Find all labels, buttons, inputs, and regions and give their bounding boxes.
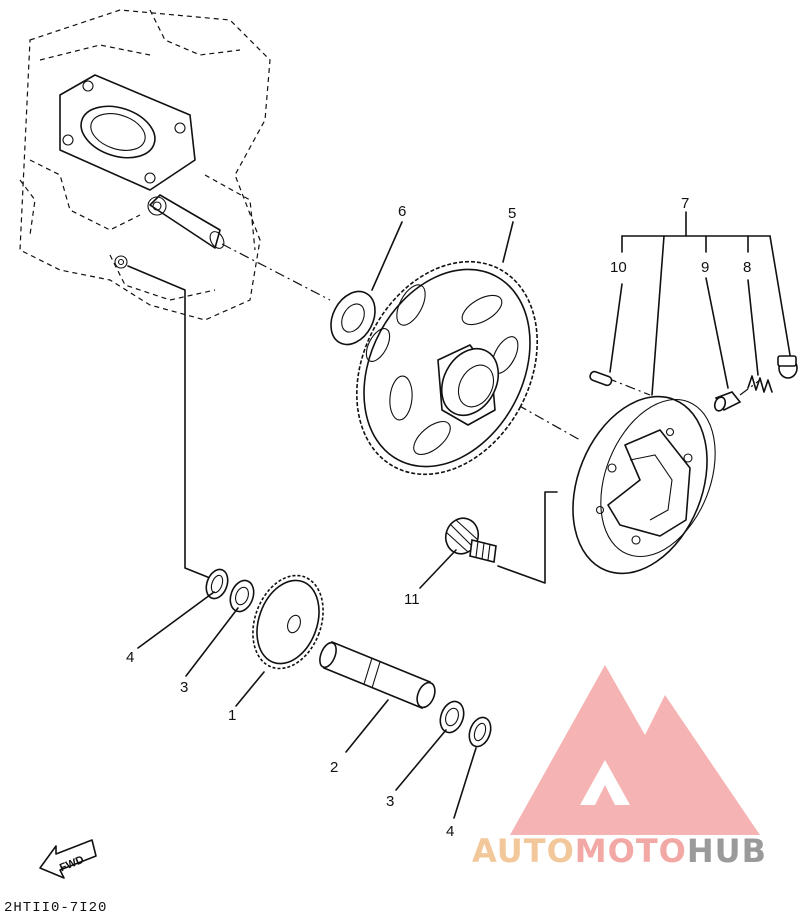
callout-6: 6 [398, 203, 406, 220]
fwd-label: FWD [58, 854, 86, 875]
callout-4-right: 4 [446, 823, 454, 840]
part-9-plunger [713, 391, 742, 412]
part-10-roller [589, 370, 613, 387]
fwd-arrow: FWD [39, 839, 97, 879]
part-6-washer [330, 290, 376, 346]
callout-3-right: 3 [386, 793, 394, 810]
brand-part-moto: MOTO [574, 832, 687, 870]
callout-1: 1 [228, 707, 236, 724]
part-3-washer-left [229, 579, 255, 613]
callout-10: 10 [610, 259, 627, 276]
callout-numbers: 1 2 3 3 4 4 5 6 7 8 9 10 11 [126, 195, 751, 840]
diagram-code: 2HTII0-7I20 [4, 900, 108, 916]
callout-3-left: 3 [180, 679, 188, 696]
part-7-starter-clutch [572, 395, 716, 575]
logo-triangle [510, 665, 760, 835]
watermark-brand-text: AUTOMOTOHUB [472, 832, 796, 876]
part-4-circlip-left [205, 568, 229, 600]
callout-8: 8 [743, 259, 751, 276]
watermark-logo [510, 665, 760, 835]
callout-11: 11 [404, 591, 420, 608]
part-4-circlip-right [468, 716, 492, 748]
callout-9: 9 [701, 259, 709, 276]
callout-2: 2 [330, 759, 338, 776]
engine-crankcase [19, 9, 271, 321]
brand-part-hub: HUB [686, 832, 768, 870]
callout-4-left: 4 [126, 649, 134, 666]
part-3-washer-right [439, 700, 465, 734]
part-5-starter-wheel-gear [356, 260, 538, 476]
part-8-spring [747, 355, 798, 393]
callout-5: 5 [508, 205, 516, 222]
part-11-bolt [444, 517, 497, 563]
part-1-idler-gear [252, 574, 324, 670]
leader-lines [137, 211, 791, 819]
callout-7: 7 [681, 195, 689, 212]
part-2-shaft [319, 640, 436, 710]
brand-part-auto: AUTO [472, 832, 575, 870]
